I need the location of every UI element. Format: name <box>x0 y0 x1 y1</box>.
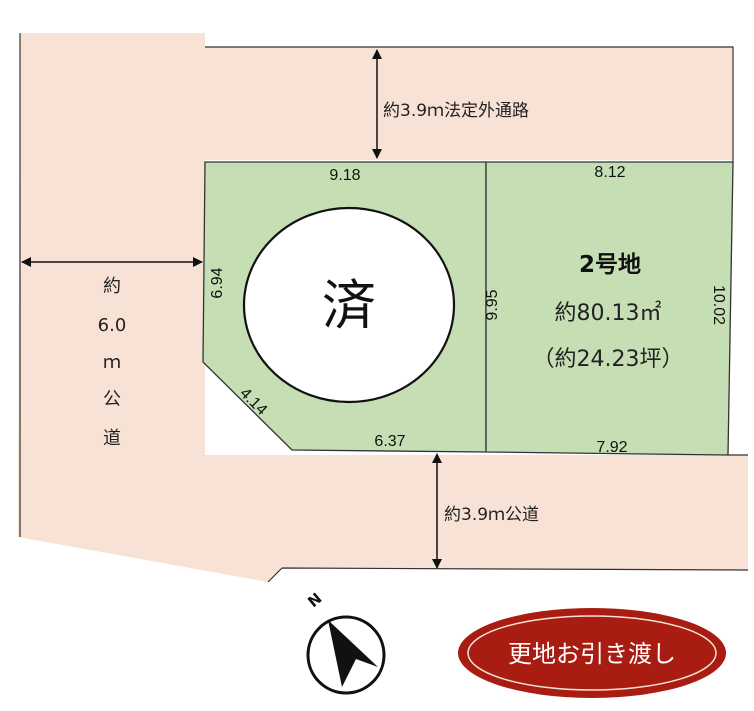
badge-label: 更地お引き渡し <box>508 640 676 668</box>
vacant-land-delivery-badge: 更地お引き渡し <box>458 608 726 698</box>
lot-2-dim-top: 8.12 <box>594 164 625 181</box>
sold-marker-circle <box>242 206 456 404</box>
west-road-label-line-2: 6.0 <box>98 315 127 336</box>
lot-1-dim-bottom: 6.37 <box>374 433 405 450</box>
north-path-label: 約3.9ｍ法定外通路 <box>383 101 529 121</box>
lot-1-dim-right: 9.95 <box>484 289 501 320</box>
lot-2-title: 2号地 <box>579 252 641 278</box>
west-road-label-line-4: 公 <box>103 389 121 410</box>
north-letter: N <box>304 589 325 611</box>
lot-2-parcel[interactable] <box>485 161 734 456</box>
lot-1-dim-top: 9.18 <box>329 167 360 184</box>
lot-2-area-sqm: 約80.13㎡ <box>555 300 662 326</box>
road-outline <box>19 33 749 583</box>
sold-marker-label: 済 <box>322 274 376 337</box>
road-area <box>18 33 748 582</box>
west-road-label-line-3: ｍ <box>103 352 121 373</box>
lot-1-dim-left: 6.94 <box>209 267 226 298</box>
lot-2-dim-right: 10.02 <box>710 285 727 325</box>
north-compass-icon: N <box>304 589 386 695</box>
lot-2-dim-bottom: 7.92 <box>596 439 627 456</box>
west-road-label: 約 6.0 ｍ 公 道 <box>98 276 127 449</box>
lot-2-area-tsubo: （約24.23坪） <box>533 347 684 372</box>
west-road-label-line-5: 道 <box>103 428 121 449</box>
south-road-label: 約3.9ｍ公道 <box>444 505 539 525</box>
west-road-label-line-1: 約 <box>103 276 121 297</box>
